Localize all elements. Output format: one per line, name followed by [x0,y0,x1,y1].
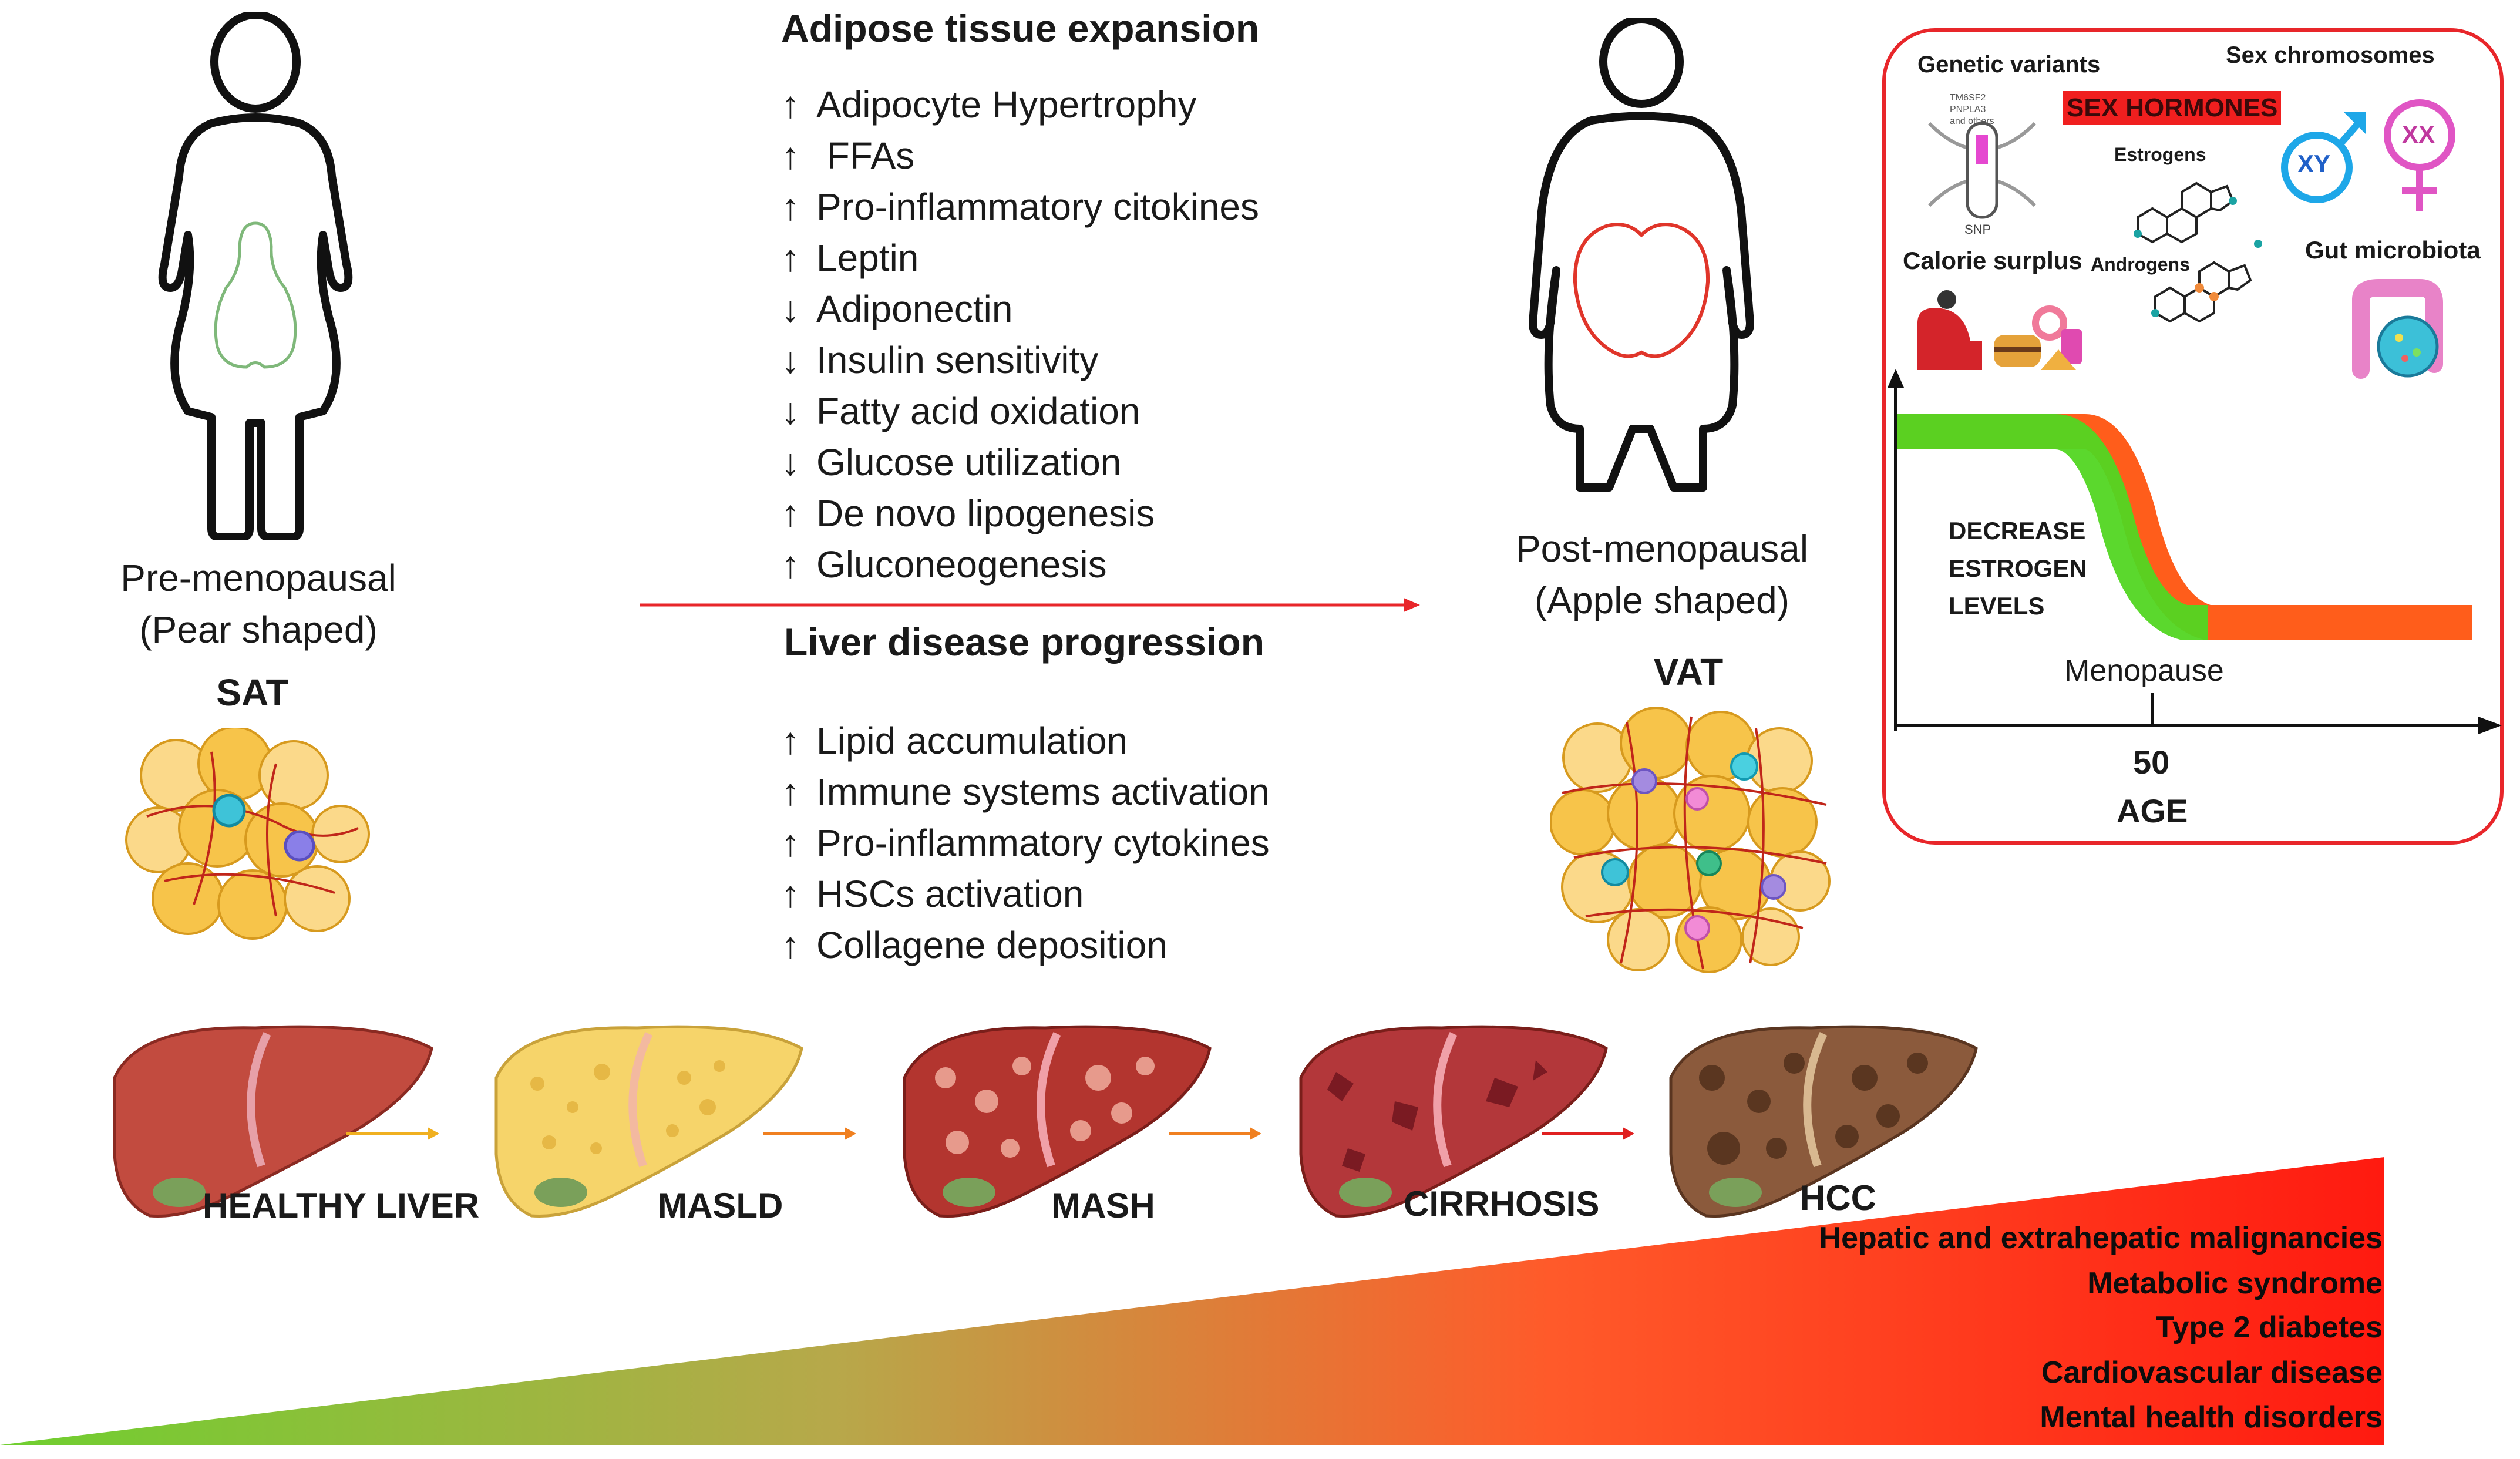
dna-snp-icon [1927,122,2037,219]
list-item: ↑Leptin [781,237,919,279]
pear-body-figure [158,12,353,540]
masld-liver-icon [494,1025,803,1218]
consequence-3: Type 2 diabetes [2155,1310,2383,1344]
gene-name-1: TM6SF2 [1950,93,1986,103]
list-item: ↑Immune systems activation [781,771,1270,813]
menopause-label: Menopause [2064,654,2224,688]
stage-label-mash: MASH [1051,1186,1155,1225]
gene-name-2: PNPLA3 [1950,105,1986,115]
calorie-surplus-icon [1917,290,2082,370]
estrogens-label: Estrogens [2114,144,2206,165]
sat-label: SAT [216,671,289,714]
gut-microbiota-label: Gut microbiota [2305,236,2481,264]
list-item: ↓Insulin sensitivity [781,339,1099,381]
male-xy-icon [2281,112,2366,203]
list-item: ↑HSCs activation [781,873,1084,915]
list-item: ↓Adiponectin [781,288,1013,330]
adipose-expansion-title: Adipose tissue expansion [781,6,1260,50]
risk-factors-panel [1882,28,2504,845]
cirrhosis-liver-icon [1299,1025,1608,1218]
decrease-label-2: ESTROGEN [1949,554,2087,582]
sex-chromosomes-label: Sex chromosomes [2226,42,2435,68]
estrogen-molecule-icon [2134,181,2237,244]
list-item: ↑Pro-inflammatory citokines [781,186,1259,228]
decrease-label-3: LEVELS [1949,592,2045,620]
androgen-molecule-icon [2151,240,2262,323]
sat-adipocyte-cluster [125,728,370,940]
age-value-label: 50 [2133,744,2170,781]
risk-gradient-wedge [0,1157,2384,1445]
genetic-variants-label: Genetic variants [1917,52,2101,78]
stage-label-hcc: HCC [1800,1178,1876,1218]
list-item: ↑Pro-inflammatory cytokines [781,822,1270,864]
list-item: ↑ FFAs [781,135,915,177]
list-item: ↑Adipocyte Hypertrophy [781,83,1197,126]
liver-effects-list: ↑Lipid accumulation ↑Immune systems acti… [781,715,1270,971]
pear-shape-icon [214,221,297,369]
vat-label: VAT [1653,651,1724,693]
vat-adipocyte-cluster [1550,707,1831,973]
gene-name-3: and others [1950,116,1994,126]
adipose-effects-list: ↑Adipocyte Hypertrophy ↑ FFAs ↑Pro-infla… [781,79,1259,590]
list-item: ↓Fatty acid oxidation [781,390,1140,432]
left-stage-label: Pre-menopausal [120,557,396,599]
xx-label: XX [2402,120,2435,148]
list-item: ↓Glucose utilization [781,441,1122,483]
calorie-surplus-label: Calorie surplus [1903,247,2082,274]
stage-arrow-3 [1169,1127,1261,1140]
mash-liver-icon [903,1025,1212,1218]
liver-progression-title: Liver disease progression [784,620,1265,664]
stage-arrow-2 [763,1127,856,1140]
decrease-label-1: DECREASE [1949,517,2086,544]
sex-hormones-label: SEX HORMONES [2063,91,2282,125]
list-item: ↑Collagene deposition [781,924,1168,966]
gut-icon [2352,279,2443,379]
stage-label-cirrhosis: CIRRHOSIS [1404,1184,1600,1223]
left-shape-label: (Pear shaped) [139,609,378,651]
consequence-1: Hepatic and extrahepatic malignancies [1819,1221,2383,1255]
androgens-label: Androgens [2091,254,2190,275]
stage-label-masld: MASLD [658,1186,783,1225]
age-axis-label: AGE [2117,792,2188,829]
transition-arrow [640,598,1420,612]
consequence-5: Mental health disorders [2040,1400,2383,1434]
estrogen-decline-chart [1888,369,2502,734]
apple-body-figure [1529,18,1754,492]
apple-shape-icon [1573,223,1710,358]
stage-label-healthy: HEALTHY LIVER [203,1186,480,1225]
consequence-2: Metabolic syndrome [2087,1266,2383,1300]
list-item: ↑Gluconeogenesis [781,543,1107,586]
right-shape-label: (Apple shaped) [1534,579,1790,621]
female-xx-icon [2384,99,2455,211]
stage-arrow-4 [1542,1127,1634,1140]
stage-arrow-1 [346,1127,439,1140]
xy-label: XY [2297,150,2331,177]
snp-label: SNP [1964,222,1991,237]
healthy-liver-icon [113,1025,433,1218]
list-item: ↑Lipid accumulation [781,720,1128,762]
consequence-4: Cardiovascular disease [2041,1356,2383,1390]
hcc-liver-icon [1669,1025,1978,1218]
right-stage-label: Post-menopausal [1515,527,1809,570]
list-item: ↑De novo lipogenesis [781,492,1155,534]
